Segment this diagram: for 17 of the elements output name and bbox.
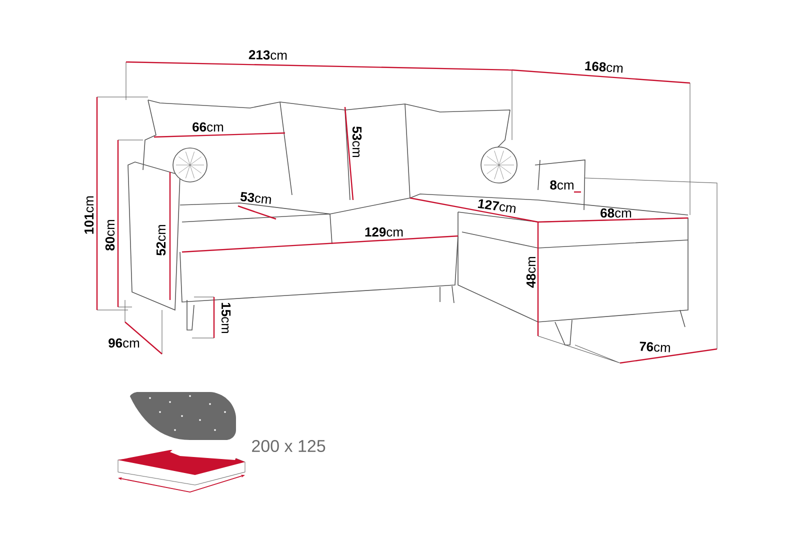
dimension-label: 68cm	[600, 208, 632, 218]
dimension-label: 52cm	[156, 224, 166, 256]
dimension-label: 213cm	[248, 50, 287, 60]
dimension-label: 53cm	[240, 192, 272, 204]
dimension-label: 168cm	[585, 61, 623, 73]
dimension-label: 66cm	[192, 122, 224, 132]
dimension-label: 129cm	[365, 227, 403, 237]
dimension-label: 53cm	[352, 126, 362, 158]
dimension-label: 80cm	[105, 220, 115, 250]
dimension-label: 101cm	[84, 196, 94, 234]
dimension-label: 15cm	[221, 302, 231, 334]
dimension-label: 96cm	[108, 338, 140, 348]
dimension-label: 48cm	[526, 256, 536, 288]
dimension-label: 8cm	[550, 180, 574, 190]
dimension-label: 76cm	[640, 342, 670, 352]
bed-size-label: 200 x 125	[252, 440, 326, 452]
dimension-label: 127cm	[478, 199, 516, 214]
